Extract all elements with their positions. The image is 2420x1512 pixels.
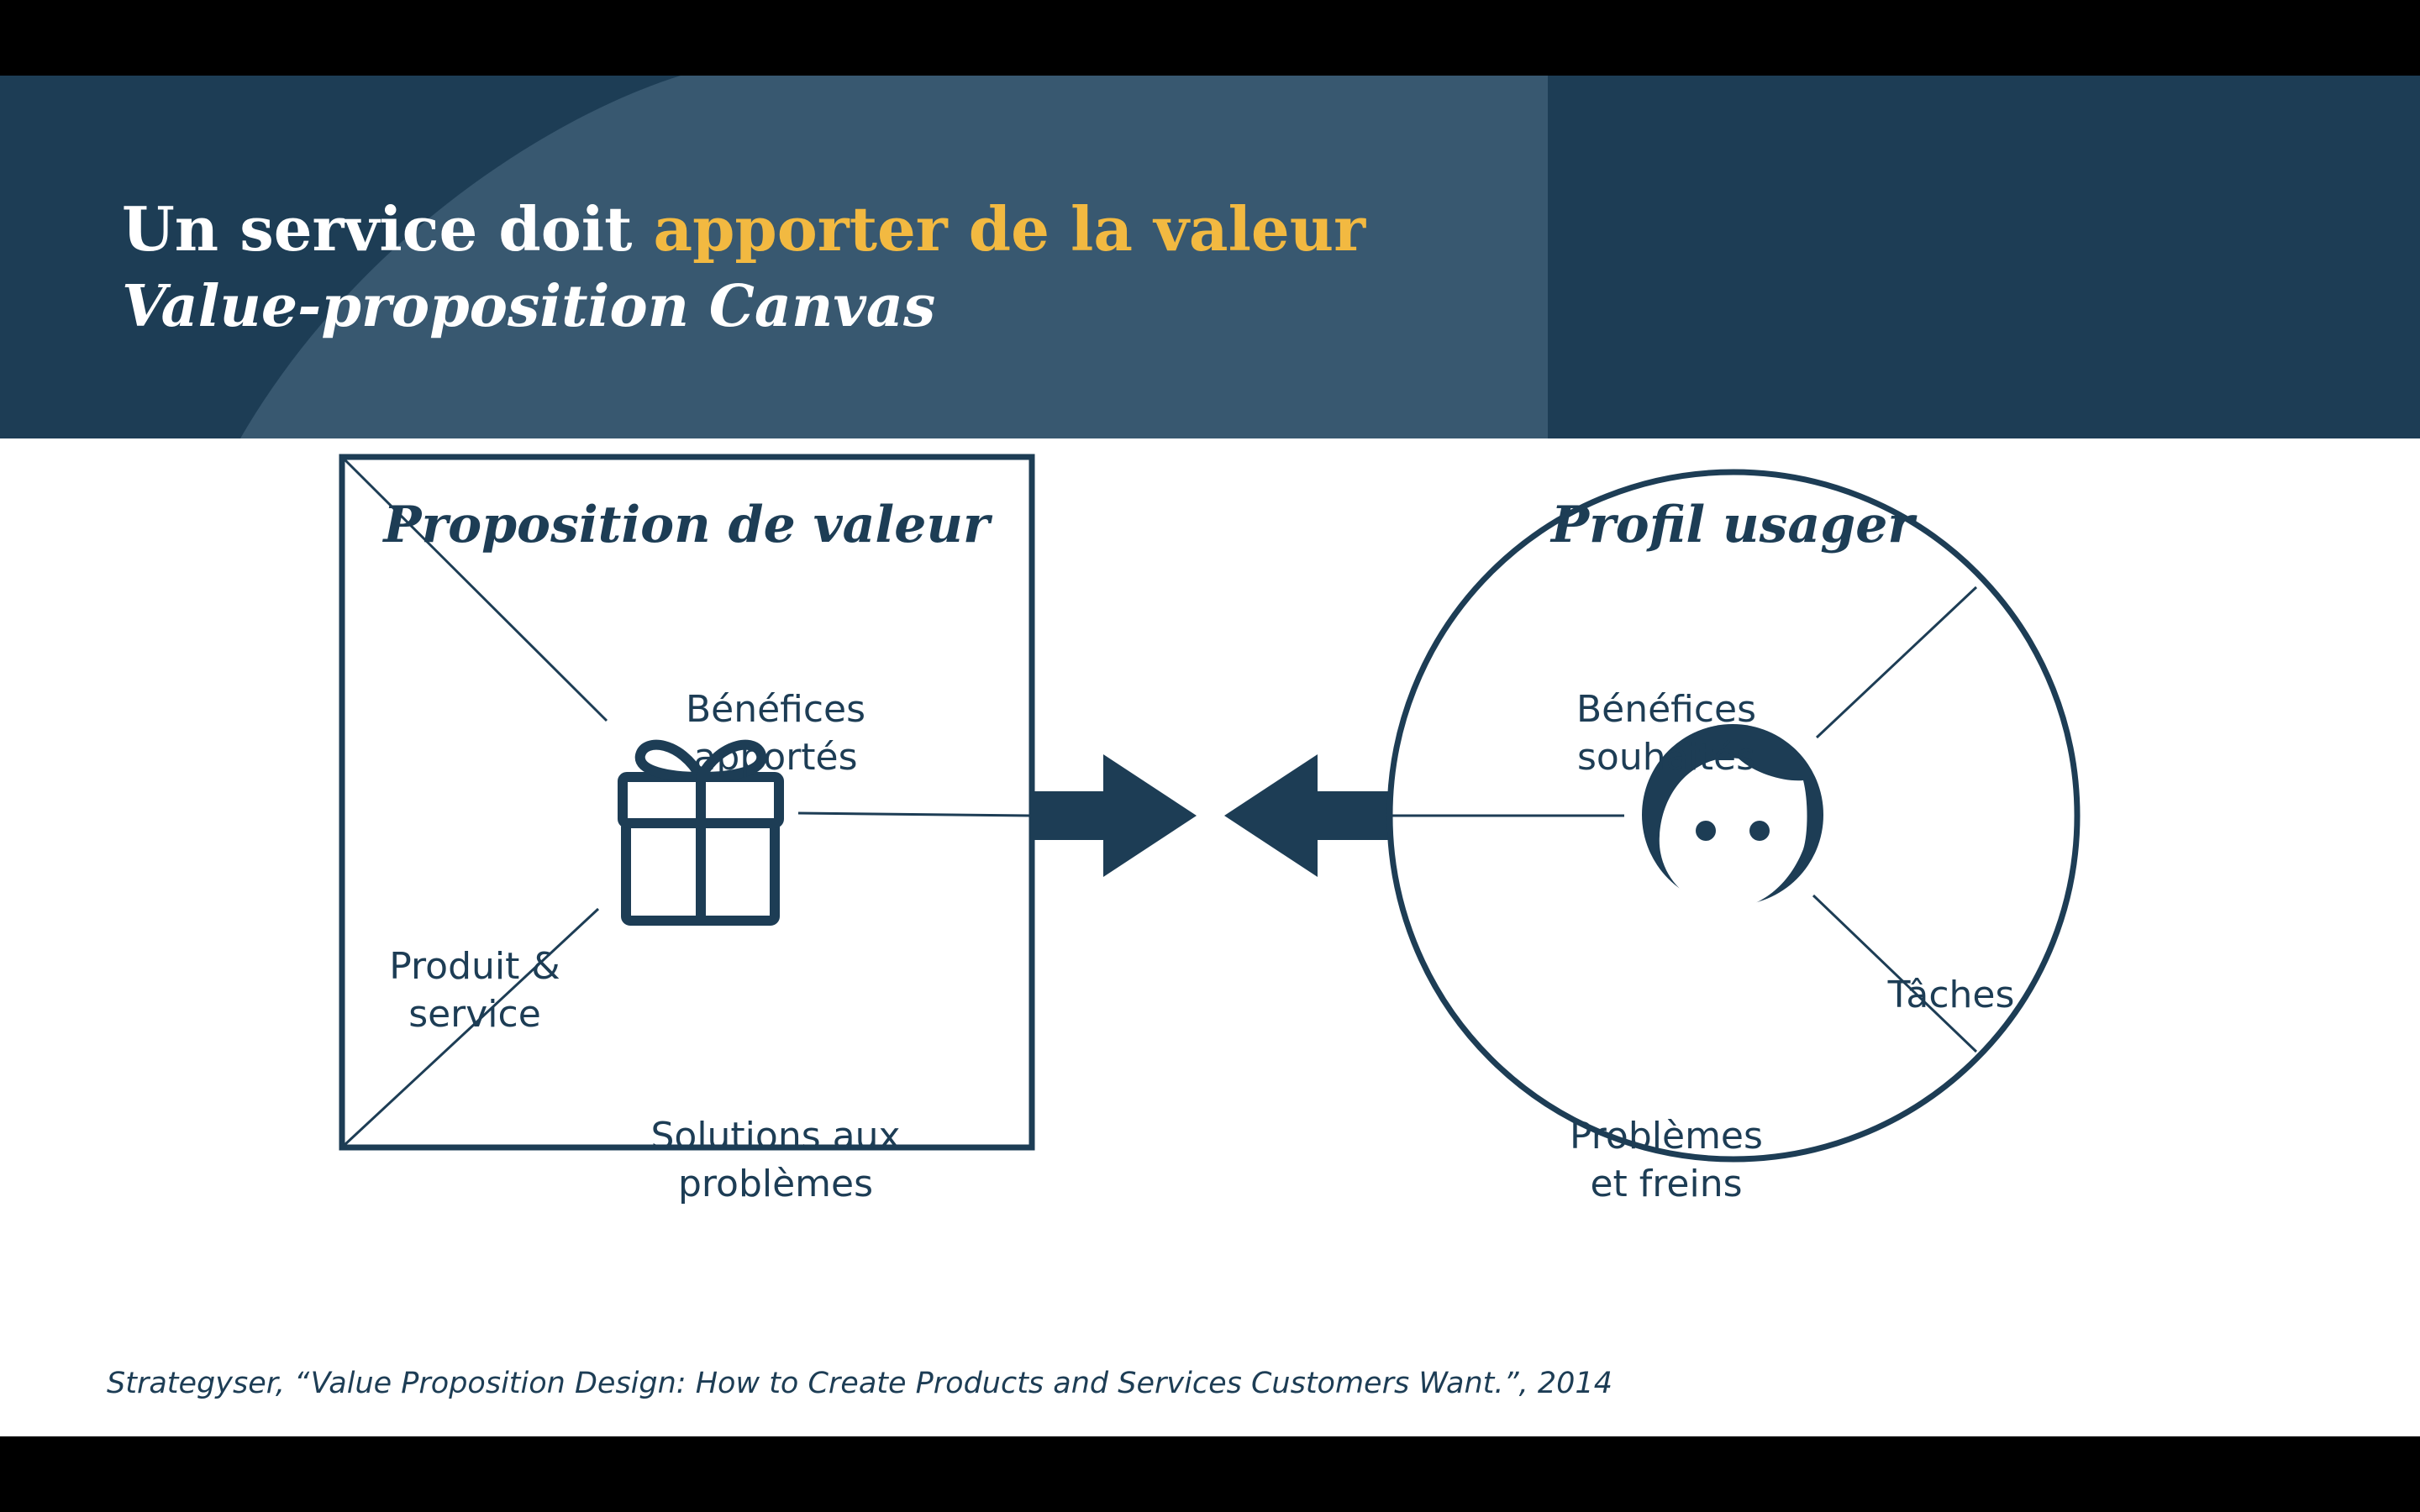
label-line: problèmes: [677, 1163, 874, 1205]
gift-icon: [618, 739, 784, 926]
slide: Un service doit apporter de la valeur Va…: [0, 76, 2420, 1436]
square-divider-right: [797, 811, 1030, 817]
title-highlight: apporter de la valeur: [653, 193, 1366, 265]
label-line: apportés: [693, 736, 858, 779]
label-line: Solutions aux: [650, 1115, 901, 1158]
user-profile-title: Profil usager: [1550, 496, 1915, 554]
arrow-left: [1224, 754, 1389, 877]
page-title: Un service doit apporter de la valeur: [122, 193, 1365, 265]
center-arrows: [1032, 754, 1389, 877]
circle-divider-bottom: [1812, 894, 1978, 1053]
title-prefix: Un service doit: [122, 193, 654, 265]
value-proposition-square: [339, 454, 1035, 1151]
label-line: service: [408, 993, 541, 1036]
label-line: Problèmes: [1570, 1115, 1763, 1158]
source-citation: Strategyser, “Value Proposition Design: …: [107, 1367, 1612, 1400]
value-proposition-title: Proposition de valeur: [383, 496, 990, 554]
face-icon: [1642, 724, 1823, 909]
square-divider-top: [343, 458, 608, 722]
label-line: souhaités: [1576, 736, 1756, 779]
header-banner: Un service doit apporter de la valeur Va…: [0, 76, 2420, 438]
square-divider-bottom: [343, 907, 600, 1147]
user-profile-circle: [1386, 469, 2081, 1163]
label-line: Produit &: [389, 945, 560, 988]
label-line: Bénéfices: [1576, 688, 1757, 731]
label-line: et freins: [1590, 1163, 1743, 1205]
circle-divider-top: [1815, 585, 1978, 739]
page-subtitle: Value-proposition Canvas: [122, 273, 936, 340]
label-benefits-provided: Bénéfices apportés: [599, 685, 952, 781]
label-jobs: Tâches: [1775, 971, 2128, 1019]
label-line: Bénéfices: [685, 688, 866, 731]
header-decorative-shape: [240, 76, 1548, 438]
value-proposition-canvas-diagram: [339, 454, 2081, 1163]
label-pains: Problèmes et freins: [1490, 1112, 1843, 1208]
arrow-right: [1032, 754, 1197, 877]
label-gains-wanted: Bénéfices souhaités: [1490, 685, 1843, 781]
label-line: Tâches: [1887, 974, 2015, 1016]
label-product-service: Produit & service: [298, 942, 651, 1038]
label-pain-relievers: Solutions aux problèmes: [599, 1112, 952, 1208]
